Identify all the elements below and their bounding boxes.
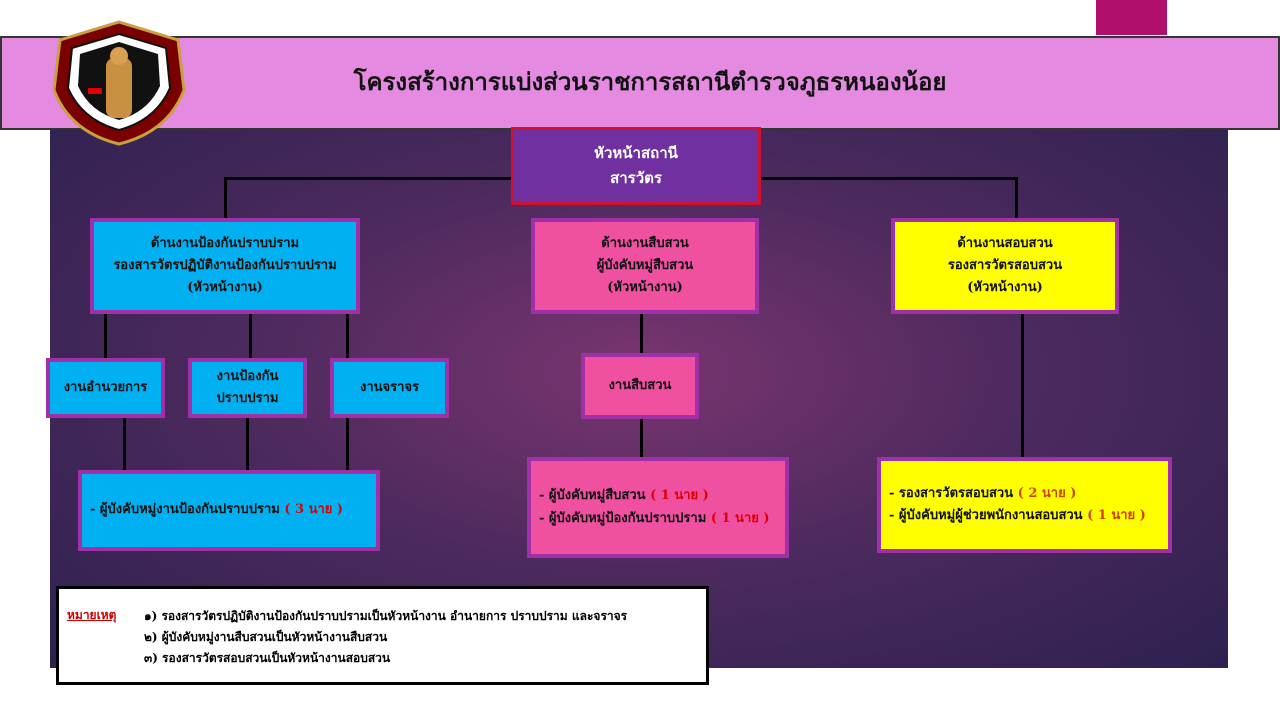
staff-row: - ผู้บังคับหมู่งานป้องกันปราบปราม ( 3 นา… (90, 499, 343, 521)
connector (346, 312, 349, 359)
connector (246, 417, 249, 471)
staff-inquiry: - รองสารวัตรสอบสวน ( 2 นาย ) - ผู้บังคับ… (877, 457, 1172, 553)
dept-name: ด้านงานสอบสวน (957, 235, 1053, 251)
unit-label: งานอำนวยการ (63, 379, 148, 395)
staff-row: - ผู้บังคับหมู่ผู้ช่วยพนักงานสอบสวน ( 1 … (889, 505, 1146, 527)
head-rank: สารวัตร (610, 169, 662, 187)
department-investigation: ด้านงานสืบสวน ผู้บังคับหมู่สืบสวน (หัวหน… (531, 218, 759, 314)
station-head-box: หัวหน้าสถานี สารวัตร (511, 127, 761, 205)
unit-investigation: งานสืบสวน (581, 353, 699, 419)
accent-tab (1096, 0, 1167, 35)
page-title: โครงสร้างการแบ่งส่วนราชการสถานีตำรวจภูธร… (353, 67, 947, 96)
staff-role: - ผู้บังคับหมู่สืบสวน (539, 488, 646, 504)
unit-label: งานจราจร (359, 379, 420, 395)
staff-investigation: - ผู้บังคับหมู่สืบสวน ( 1 นาย ) - ผู้บัง… (527, 457, 789, 558)
connector (640, 312, 643, 354)
dept-name: ด้านงานสืบสวน (601, 235, 689, 251)
connector (1015, 177, 1018, 219)
dept-note: (หัวหน้างาน) (607, 280, 683, 296)
police-station-logo (48, 20, 190, 146)
dept-lead: รองสารวัตรสอบสวน (947, 257, 1063, 273)
unit-prevention: งานป้องกัน ปราบปราม (188, 358, 307, 418)
staff-role: - ผู้บังคับหมู่ผู้ช่วยพนักงานสอบสวน (889, 508, 1083, 523)
remarks-box: หมายเหตุ ๑) รองสารวัตรปฏิบัติงานป้องกันป… (56, 586, 709, 685)
staff-role: - ผู้บังคับหมู่งานป้องกันปราบปราม (90, 502, 280, 518)
header-band (0, 36, 1280, 130)
remark-item: ๑) รองสารวัตรปฏิบัติงานป้องกันปราบปรามเป… (144, 609, 628, 623)
staff-role: - รองสารวัตรสอบสวน (889, 485, 1014, 501)
staff-count: ( 2 นาย ) (1017, 485, 1077, 501)
connector (104, 312, 107, 359)
connector (123, 417, 126, 471)
staff-row: - รองสารวัตรสอบสวน ( 2 นาย ) (889, 483, 1076, 505)
department-inquiry: ด้านงานสอบสวน รองสารวัตรสอบสวน (หัวหน้าง… (891, 218, 1119, 314)
remarks-label: หมายเหตุ (67, 608, 117, 622)
unit-label: งานป้องกัน ปราบปราม (216, 368, 279, 406)
connector (640, 417, 643, 458)
remark-item: ๒) ผู้บังคับหมู่งานสืบสวนเป็นหัวหน้างานส… (144, 630, 388, 644)
connector (346, 417, 349, 471)
staff-count: ( 1 นาย ) (1087, 508, 1146, 523)
department-prevention: ด้านงานป้องกันปราบปราม รองสารวัตรปฏิบัติ… (90, 218, 360, 314)
connector (1021, 312, 1024, 458)
dept-lead: รองสารวัตรปฏิบัติงานป้องกันปราบปราม (113, 257, 337, 273)
connector (224, 177, 227, 219)
staff-count: ( 1 นาย ) (710, 510, 770, 526)
dept-note: (หัวหน้างาน) (187, 280, 263, 296)
head-title: หัวหน้าสถานี (594, 143, 678, 162)
dept-note: (หัวหน้างาน) (967, 280, 1043, 296)
connector (249, 312, 252, 359)
staff-count: ( 1 นาย ) (650, 488, 709, 504)
unit-traffic: งานจราจร (330, 358, 449, 418)
dept-name: ด้านงานป้องกันปราบปราม (150, 235, 300, 251)
unit-label: งานสืบสวน (608, 377, 672, 393)
unit-administration: งานอำนวยการ (46, 358, 165, 418)
staff-count: ( 3 นาย ) (284, 502, 344, 518)
staff-role: - ผู้บังคับหมู่ป้องกันปราบปราม (539, 510, 707, 526)
staff-row: - ผู้บังคับหมู่ป้องกันปราบปราม ( 1 นาย ) (539, 508, 770, 530)
remark-item: ๓) รองสารวัตรสอบสวนเป็นหัวหน้างานสอบสวน (144, 651, 391, 665)
staff-prevention: - ผู้บังคับหมู่งานป้องกันปราบปราม ( 3 นา… (78, 470, 380, 551)
dept-lead: ผู้บังคับหมู่สืบสวน (596, 257, 694, 273)
staff-row: - ผู้บังคับหมู่สืบสวน ( 1 นาย ) (539, 485, 709, 507)
